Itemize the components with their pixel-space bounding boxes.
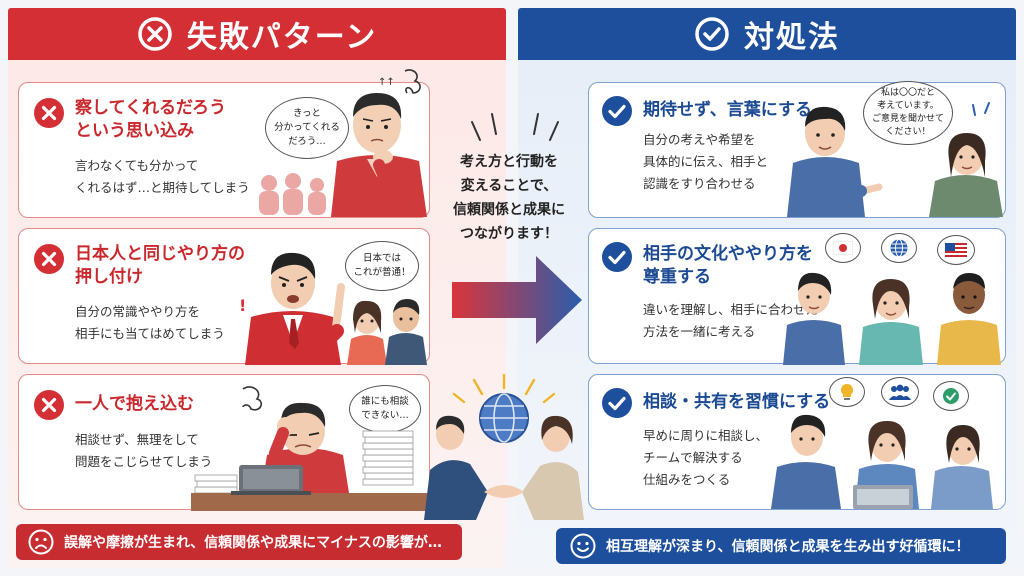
x-circle-icon <box>138 17 172 51</box>
failure-header: 失敗パターン <box>8 8 506 60</box>
solution-header-title: 対処法 <box>744 20 840 55</box>
thinking-man-illustration: ↑↑ <box>331 69 427 217</box>
solution-desc-2: 違いを理解し、相手に合わせた 方法を一緒に考える <box>643 302 819 339</box>
globe-icon <box>890 239 908 257</box>
usa-flag-bubble <box>937 235 975 265</box>
x-badge-icon <box>34 390 64 420</box>
solution-desc-1: 自分の考えや希望を 具体的に伝え、相手と 認識をすり合わせる <box>643 132 769 191</box>
handshake-globe-illustration <box>424 374 584 520</box>
check-badge-icon <box>602 96 632 126</box>
svg-text:↑↑: ↑↑ <box>378 77 395 88</box>
thought-bubble-1: きっと 分かってくれる だろう… <box>265 97 349 159</box>
failure-title-3: 一人で抱え込む <box>75 394 194 414</box>
failure-card-1: 察してくれるだろう という思い込み 言わなくても分かって くれるはず…と期待して… <box>18 69 430 218</box>
speech-bubble-2: 日本では これが普通！ <box>345 241 419 291</box>
green-check-icon <box>943 388 959 404</box>
center-message: 考え方と行動を 変えることで、 信頼関係と成果に つながります！ <box>453 154 565 242</box>
lightbulb-icon <box>840 383 854 400</box>
explaining-man-illustration <box>787 106 883 217</box>
check-bubble <box>933 381 969 411</box>
failure-title-1: 察してくれるだろう という思い込み <box>75 98 226 141</box>
solution-title-3: 相談・共有を習慣にする <box>643 392 831 412</box>
transition-arrow-icon <box>452 256 582 344</box>
check-badge-icon <box>602 242 632 272</box>
failure-desc-2: 自分の常識ややり方を 相手にも当てはめてしまう <box>75 304 225 341</box>
failure-title-2: 日本人と同じやり方の 押し付け <box>75 244 245 287</box>
svg-text:!: ! <box>239 296 246 315</box>
failure-desc-1: 言わなくても分かって くれるはず…と期待してしまう <box>75 158 250 195</box>
team-icon <box>889 384 911 400</box>
thought-bubble-3: 誰にも相談 できない… <box>349 385 421 433</box>
solution-card-1: 期待せず、言葉にする 自分の考えや希望を 具体的に伝え、相手と 認識をすり合わせ… <box>588 81 1006 218</box>
listening-woman-illustration <box>929 133 1003 217</box>
team-meeting-illustration <box>771 414 993 509</box>
diverse-team-illustration <box>783 272 1001 365</box>
sparkle-lines-icon <box>471 113 559 141</box>
globe-bubble <box>881 233 917 263</box>
smile-face-icon <box>570 533 596 559</box>
team-bubble <box>881 377 919 407</box>
pointing-man-illustration: ! <box>239 252 345 365</box>
signal-lines-icon <box>972 102 990 116</box>
failure-footer: 誤解や摩擦が生まれ、信頼関係や成果にマイナスの影響が… <box>16 524 462 560</box>
x-badge-icon <box>34 98 64 128</box>
check-badge-icon <box>602 388 632 418</box>
x-badge-icon <box>34 244 64 274</box>
failure-header-title: 失敗パターン <box>186 20 378 55</box>
sad-face-icon <box>28 529 54 555</box>
solution-header: 対処法 <box>518 8 1016 60</box>
failure-footer-text: 誤解や摩擦が生まれ、信頼関係や成果にマイナスの影響が… <box>64 535 442 551</box>
solution-footer-text: 相互理解が深まり、信頼関係と成果を生み出す好循環に！ <box>606 539 970 555</box>
japan-flag-bubble <box>825 233 861 263</box>
solution-title-1: 期待せず、言葉にする <box>643 100 812 120</box>
failure-card-3: 一人で抱え込む 相談せず、無理をして 問題をこじらせてしまう 誰にも相談 できな… <box>18 374 430 511</box>
speech-bubble-r1: 私は〇〇だと 考えています。 ご意見を聞かせて ください！ <box>863 81 953 145</box>
check-circle-icon <box>695 17 729 51</box>
japan-flag-icon <box>833 241 853 255</box>
stressed-man-illustration <box>191 386 429 511</box>
solution-title-2: 相手の文化ややり方を 尊重する <box>643 244 813 287</box>
solution-footer: 相互理解が深まり、信頼関係と成果を生み出す好循環に！ <box>556 528 1006 564</box>
solution-card-3: 相談・共有を習慣にする 早めに周りに相談し、 チームで解決する 仕組みをつくる <box>588 374 1006 510</box>
solution-card-2: 相手の文化ややり方を 尊重する 違いを理解し、相手に合わせた 方法を一緒に考える <box>588 228 1006 365</box>
usa-flag-icon <box>945 243 967 257</box>
failure-card-2: 日本人と同じやり方の 押し付け 自分の常識ややり方を 相手にも当てはめてしまう … <box>18 228 430 365</box>
solution-desc-3: 早めに周りに相談し、 チームで解決する 仕組みをつくる <box>643 428 769 487</box>
idea-bubble <box>829 377 865 407</box>
coworkers-illustration <box>347 299 427 365</box>
failure-desc-3: 相談せず、無理をして 問題をこじらせてしまう <box>75 432 213 469</box>
crowd-illustration <box>259 173 326 215</box>
